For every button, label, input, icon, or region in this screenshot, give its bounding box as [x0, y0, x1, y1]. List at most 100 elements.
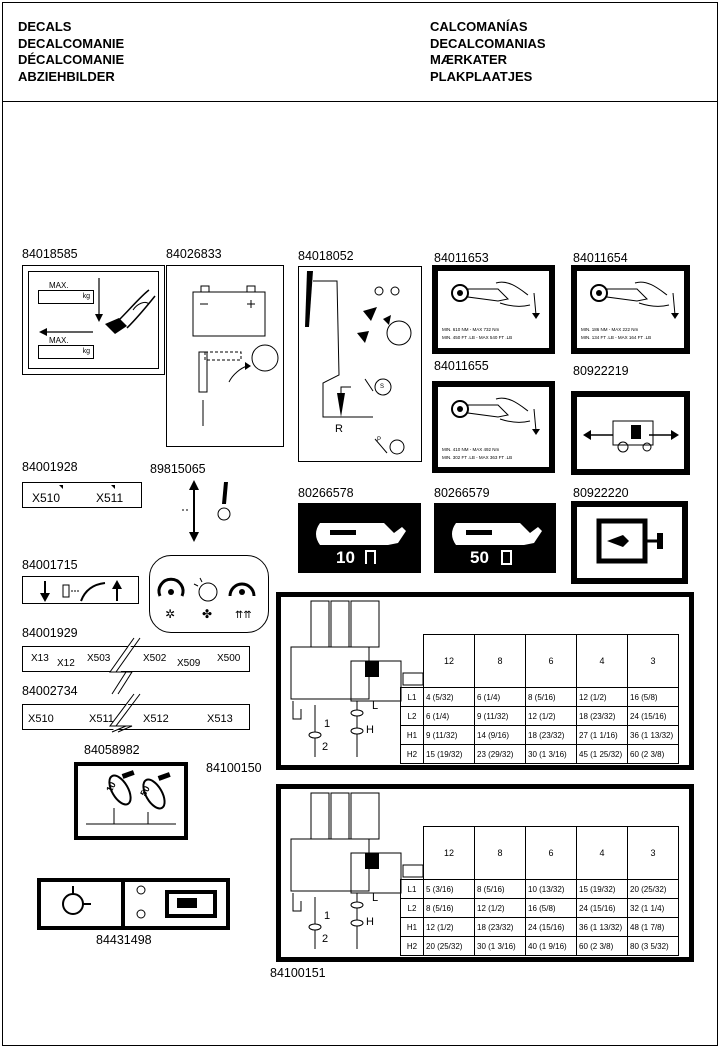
- connector-label: X509: [177, 658, 201, 669]
- hook-load-icon: [39, 278, 156, 336]
- gearbox-icon: [290, 792, 424, 949]
- header-title: MÆRKATER: [430, 52, 508, 67]
- torque-text: MIN. 610 NM - MAX 732 Nm: [442, 327, 500, 332]
- wrench-icon: [451, 281, 540, 319]
- tire-pressure-icon: [86, 770, 176, 825]
- table-cell: 6 (1/4): [474, 687, 526, 707]
- table-cell: 9 (11/32): [423, 725, 475, 745]
- row-label: H2: [400, 744, 424, 764]
- shift-label: 1: [324, 718, 331, 730]
- decal-battery: [166, 265, 284, 447]
- row-label: L2: [400, 706, 424, 726]
- connector-label: X512: [143, 713, 169, 725]
- gear-letter: P: [377, 437, 382, 443]
- svg-text:✤: ✤: [202, 607, 212, 621]
- decal-torque-84011653: MIN. 610 NM - MAX 732 Nm MIN. 450 FT .LB…: [432, 265, 555, 354]
- shift-label: L: [372, 700, 379, 712]
- max-label: MAX.: [49, 336, 69, 345]
- table-cell: 14 (9/16): [474, 725, 526, 745]
- table-cell: 30 (1 3/16): [474, 936, 526, 956]
- part-number: 84011654: [573, 251, 628, 265]
- empty-cell: [401, 635, 424, 688]
- connector-label: X12: [57, 658, 75, 669]
- gearbox-icon: [290, 600, 424, 757]
- decal-inner: MIN. 186 NM - MAX 222 Nm MIN. 134 FT .LB…: [577, 271, 684, 348]
- kg-label: kg: [82, 348, 90, 355]
- container-icon: [365, 550, 376, 564]
- wrench-icon: [590, 281, 679, 319]
- dial-cell: 4: [576, 634, 628, 688]
- part-number: 84011655: [434, 359, 489, 373]
- table-cell: 45 (1 25/32): [576, 744, 628, 764]
- max-label: MAX.: [49, 281, 69, 290]
- shift-label: H: [366, 724, 374, 736]
- connector-label: X511: [89, 713, 114, 725]
- shift-label: L: [372, 892, 379, 904]
- connector-label: X503: [87, 653, 111, 664]
- table-cell: 60 (2 3/8): [627, 744, 679, 764]
- spec-table: 12 8 6 4 3 L1 5 (3/16) 8 (5/16) 10 (13/3…: [400, 826, 679, 956]
- row-label: H1: [400, 917, 424, 937]
- table-cell: 8 (5/16): [474, 879, 526, 899]
- table-cell: 6 (1/4): [423, 706, 475, 726]
- table-cell: 12 (1/2): [525, 706, 577, 726]
- table-row: H1 12 (1/2) 18 (23/32) 24 (15/16) 36 (1 …: [400, 917, 679, 937]
- shift-label: 2: [322, 933, 329, 945]
- weight-field: kg: [38, 290, 94, 304]
- part-number: 80266578: [298, 486, 354, 500]
- table-cell: 18 (23/32): [525, 725, 577, 745]
- dial-cell: 6: [525, 826, 577, 880]
- table-cell: 12 (1/2): [576, 687, 628, 707]
- table-cell: 32 (1 1/4): [627, 898, 679, 918]
- table-cell: 24 (15/16): [525, 917, 577, 937]
- triangle-markers: [59, 485, 115, 489]
- wrench-icon: [451, 397, 540, 435]
- dial-cell: 8: [474, 826, 526, 880]
- header-right: CALCOMANÍAS DECALCOMANIAS MÆRKATER PLAKP…: [430, 19, 546, 85]
- dial-cell: 4: [576, 826, 628, 880]
- shift-label: 1: [324, 910, 331, 922]
- connector-label: X511: [96, 491, 124, 505]
- fuel-amount: 50: [470, 548, 489, 567]
- table-cell: 20 (25/32): [627, 879, 679, 899]
- table-cell: 27 (1 1/16): [576, 725, 628, 745]
- torque-text: MIN. 410 NM - MAX 492 Nm: [442, 447, 500, 452]
- svg-text:⇈⇈: ⇈⇈: [235, 610, 252, 621]
- table-cell: 10 (13/32): [525, 879, 577, 899]
- decal-84001928: X510 X511: [22, 482, 142, 508]
- dial-row: 12 8 6 4 3: [401, 826, 679, 880]
- table-cell: 12 (1/2): [474, 898, 526, 918]
- torque-text: MIN. 450 FT .LB - MAX 540 FT .LB: [442, 335, 513, 340]
- dial-cell: 3: [627, 634, 679, 688]
- connector-label: X13: [31, 653, 49, 664]
- decal-fuel-10: 10: [298, 503, 421, 573]
- header-title: DECALCOMANIAS: [430, 35, 546, 51]
- decal-torque-84011655: MIN. 410 NM - MAX 492 Nm MIN. 302 FT .LB…: [432, 381, 555, 473]
- table-cell: 30 (1 3/16): [525, 744, 577, 764]
- decal-combine-80922219: [571, 391, 690, 475]
- table-cell: 18 (23/32): [474, 917, 526, 937]
- table-row: H2 15 (19/32) 23 (29/32) 30 (1 3/16) 45 …: [400, 744, 679, 764]
- connector-label: X510: [28, 713, 54, 725]
- table-cell: 24 (15/16): [576, 898, 628, 918]
- gear-shift-icon: [305, 271, 412, 455]
- torque-text: MIN. 134 FT .LB - MAX 164 FT .LB: [581, 335, 652, 340]
- decal-spec-table-84100151: L H 1 2 12 8 6 4 3 L1 5 (3/16) 8 (5/16) …: [276, 784, 694, 962]
- decal-gear-shift: R S P: [298, 266, 422, 462]
- part-number: 84002734: [22, 684, 78, 698]
- table-cell: 24 (15/16): [627, 706, 679, 726]
- decal-inner: MIN. 410 NM - MAX 492 Nm MIN. 302 FT .LB…: [438, 387, 549, 467]
- connector-label: X500: [217, 653, 241, 664]
- dial-row: 12 8 6 4 3: [401, 634, 679, 688]
- header-title: DÉCALCOMANIE: [18, 52, 125, 67]
- row-label: L2: [400, 898, 424, 918]
- part-number: 80922219: [573, 364, 629, 378]
- part-number: 80266579: [434, 486, 490, 500]
- header-left: DECALS DECALCOMANIE DÉCALCOMANIE ABZIEHB…: [18, 19, 124, 85]
- battery-icon: [192, 285, 279, 426]
- row-label: H1: [400, 725, 424, 745]
- connector-label: X510: [32, 491, 61, 505]
- dial-cell: 8: [474, 634, 526, 688]
- decal-84001715: [22, 576, 139, 604]
